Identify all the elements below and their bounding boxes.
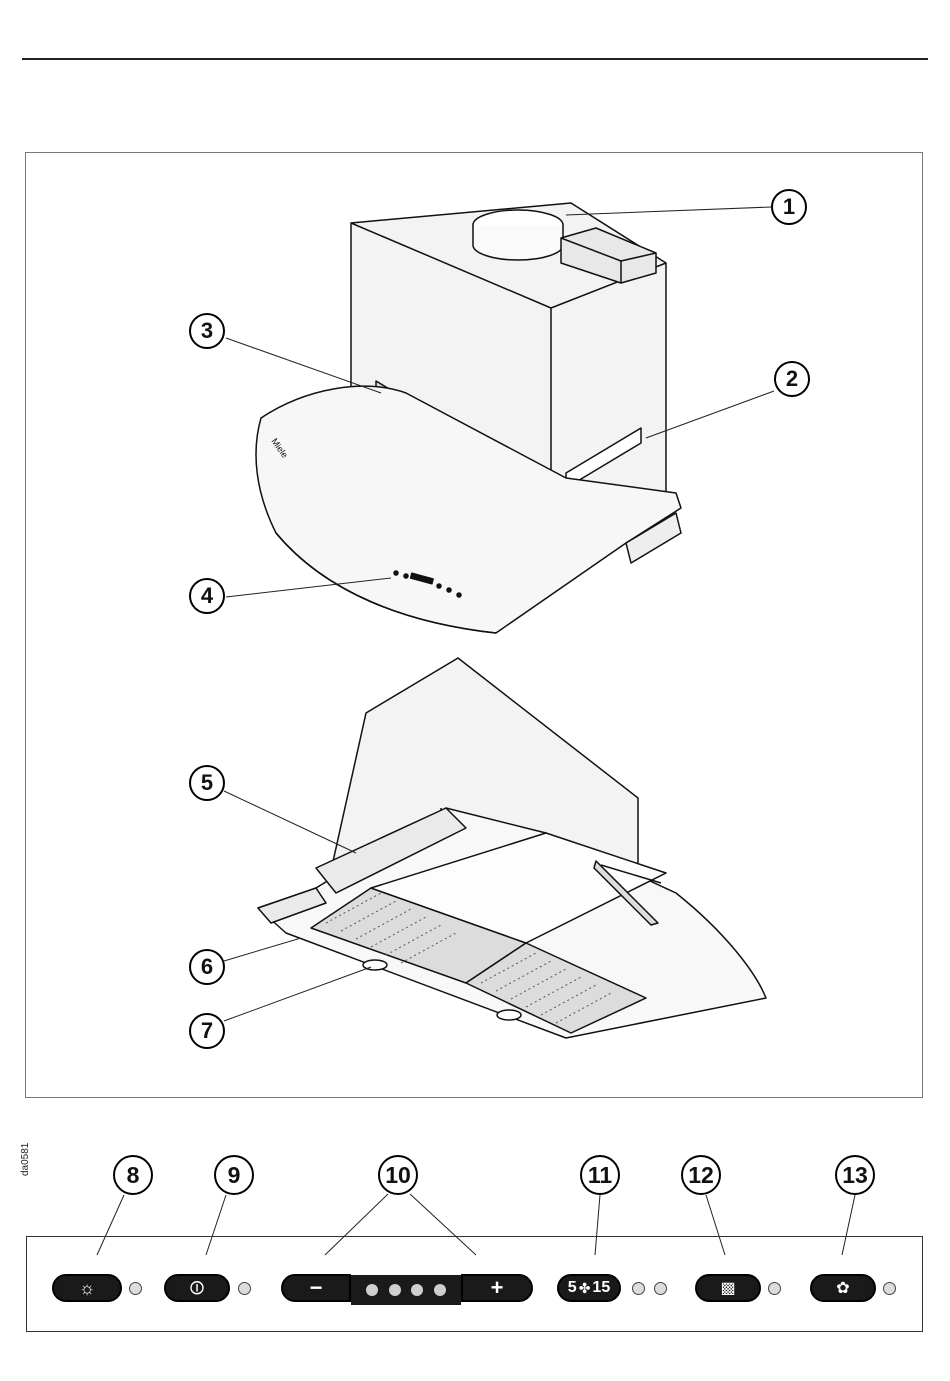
fan-icon: ✤	[579, 1280, 591, 1297]
run-on-right-label: 15	[592, 1279, 610, 1297]
run-on-5-led	[632, 1282, 645, 1295]
callout-5: 5	[189, 765, 225, 801]
run-on-15-led	[654, 1282, 667, 1295]
light-icon: ☼	[79, 1278, 96, 1299]
cooker-hood-illustration: Miele	[26, 153, 924, 1099]
on-off-button[interactable]: ⏼	[164, 1274, 230, 1302]
light-button[interactable]: ☼	[52, 1274, 122, 1302]
fan-minus-button[interactable]: −	[281, 1274, 351, 1302]
speed-led-2	[389, 1284, 401, 1296]
callout-6: 6	[189, 949, 225, 985]
speed-led-4	[434, 1284, 446, 1296]
callout-8: 8	[113, 1155, 153, 1195]
grease-filter-button[interactable]: ▩	[695, 1274, 761, 1302]
minus-icon: −	[310, 1275, 323, 1301]
power-icon: ⏼	[190, 1278, 204, 1299]
callout-10: 10	[378, 1155, 418, 1195]
speed-led-1	[366, 1284, 378, 1296]
grease-filter-led	[768, 1282, 781, 1295]
top-rule	[22, 58, 928, 60]
callout-12: 12	[681, 1155, 721, 1195]
callout-3: 3	[189, 313, 225, 349]
plus-icon: +	[491, 1275, 504, 1301]
callout-11: 11	[580, 1155, 620, 1195]
callout-7: 7	[189, 1013, 225, 1049]
callout-4: 4	[189, 578, 225, 614]
image-code: da0581	[20, 1143, 31, 1176]
callout-13: 13	[835, 1155, 875, 1195]
callout-1: 1	[771, 189, 807, 225]
odour-filter-button[interactable]: ✿	[810, 1274, 876, 1302]
control-panel: ☼ ⏼ − + 5 ✤ 15 ▩ ✿	[26, 1236, 923, 1332]
fan-plus-button[interactable]: +	[461, 1274, 533, 1302]
odour-filter-led	[883, 1282, 896, 1295]
odour-filter-icon: ✿	[836, 1278, 849, 1298]
figure-frame: Miele	[25, 152, 923, 1098]
callout-2: 2	[774, 361, 810, 397]
speed-led-3	[411, 1284, 423, 1296]
power-indicator-led	[238, 1282, 251, 1295]
grease-filter-icon: ▩	[720, 1278, 735, 1298]
run-on-button[interactable]: 5 ✤ 15	[557, 1274, 621, 1302]
run-on-left-label: 5	[568, 1279, 577, 1297]
callout-9: 9	[214, 1155, 254, 1195]
light-indicator-led	[129, 1282, 142, 1295]
fan-speed-display	[351, 1275, 461, 1305]
